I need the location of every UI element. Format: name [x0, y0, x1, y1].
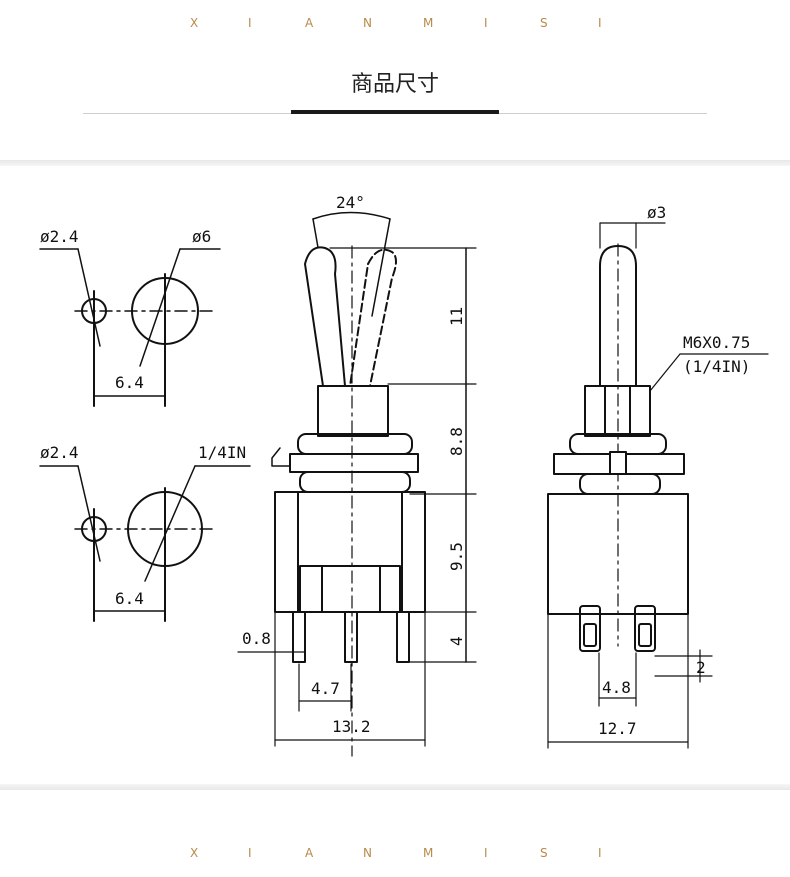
- brand-letters-bottom: X I A N M I S I: [0, 846, 790, 866]
- section-band-top: [0, 160, 790, 166]
- dim-label: 0.8: [242, 629, 271, 648]
- brand-letter: I: [248, 846, 252, 860]
- dim-label: ø6: [192, 227, 211, 246]
- switch-side-view: [547, 222, 769, 749]
- brand-letter: I: [598, 846, 602, 860]
- section-band-bottom: [0, 784, 790, 790]
- dim-label: 1/4IN: [198, 443, 246, 462]
- brand-letter: N: [363, 846, 372, 860]
- brand-letter: A: [305, 16, 314, 30]
- dim-label: 8.8: [447, 427, 466, 456]
- dim-label: 9.5: [447, 542, 466, 571]
- dim-label: ø2.4: [40, 227, 79, 246]
- dim-label: 2: [696, 658, 706, 677]
- dim-label: 24°: [336, 193, 365, 212]
- section-title: 商品尺寸: [350, 72, 439, 97]
- brand-letters-top: X I A N M I S I: [0, 16, 790, 36]
- brand-letter: M: [423, 16, 434, 30]
- switch-front-view: [237, 211, 477, 757]
- brand-letter: I: [484, 846, 488, 860]
- dim-label: ø3: [647, 203, 666, 222]
- brand-letter: M: [423, 846, 434, 860]
- title-divider-thick: [291, 110, 499, 114]
- brand-letter: I: [484, 16, 488, 30]
- brand-letter: S: [540, 16, 548, 30]
- brand-letter: X: [190, 846, 199, 860]
- dim-label: 13.2: [332, 717, 371, 736]
- dim-label: M6X0.75: [683, 333, 750, 352]
- dim-label: 11: [447, 307, 466, 326]
- brand-letter: I: [598, 16, 602, 30]
- dim-label: 4: [447, 636, 466, 646]
- panel-hole-b: [39, 465, 251, 622]
- dim-label: 4.7: [311, 679, 340, 698]
- dim-label: ø2.4: [40, 443, 79, 462]
- brand-letter: A: [305, 846, 314, 860]
- dim-label: 4.8: [602, 678, 631, 697]
- brand-letter: N: [363, 16, 372, 30]
- dim-label: 12.7: [598, 719, 637, 738]
- brand-letter: S: [540, 846, 548, 860]
- switch-dimension-drawing: ø2.4 ø6 6.4 ø2.4 1/4IN 6.4 24° 11 8.8 9.…: [39, 193, 769, 757]
- panel-hole-a: [39, 248, 221, 407]
- dim-label: 6.4: [115, 373, 144, 392]
- brand-letter: X: [190, 16, 199, 30]
- dim-label: 6.4: [115, 589, 144, 608]
- dim-label: (1/4IN): [683, 357, 750, 376]
- brand-letter: I: [248, 16, 252, 30]
